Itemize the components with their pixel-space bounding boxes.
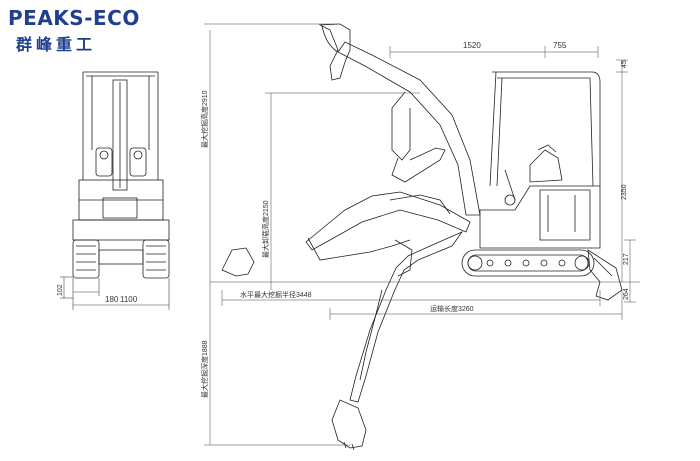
boom-high-position <box>318 23 481 216</box>
front-view <box>72 71 170 279</box>
boom-low-position <box>331 231 464 451</box>
transport-length-label: 运输长度3260 <box>430 304 474 313</box>
cab-offset-label: 1520 <box>463 41 481 50</box>
front-clearance-label: 102 <box>57 284 64 296</box>
top-offset-label: 45 <box>621 60 628 68</box>
max-dump-height-label: 最大卸载高度2150 <box>261 200 270 258</box>
cab-width-label: 755 <box>553 41 567 50</box>
blade-height-label: 217 <box>623 253 630 265</box>
bucket-max-reach <box>221 247 255 277</box>
front-seat <box>95 147 113 177</box>
front-width-label: 1100 <box>120 295 138 304</box>
front-canopy <box>82 71 159 180</box>
brand-name-cn: 群峰重工 <box>16 35 97 54</box>
max-reach-label: 水平最大挖掘半径3448 <box>240 290 312 299</box>
brand-logo: PEAKS-ECO 群峰重工 <box>8 6 158 54</box>
brand-name-en: PEAKS-ECO <box>8 6 140 30</box>
max-dig-height-label: 最大挖掘高度2910 <box>200 90 209 148</box>
front-boom <box>112 79 128 191</box>
overall-height-label: 2350 <box>621 184 628 200</box>
blade-depth-label: 264 <box>623 288 630 300</box>
front-track-label: 180 <box>105 295 119 304</box>
max-dig-depth-label: 最大挖掘深度1888 <box>200 340 209 398</box>
front-undercarriage <box>72 219 170 241</box>
side-dozer-blade <box>587 249 623 301</box>
side-track <box>461 249 595 277</box>
boom-mid-position <box>305 191 471 261</box>
side-cab <box>479 71 601 249</box>
